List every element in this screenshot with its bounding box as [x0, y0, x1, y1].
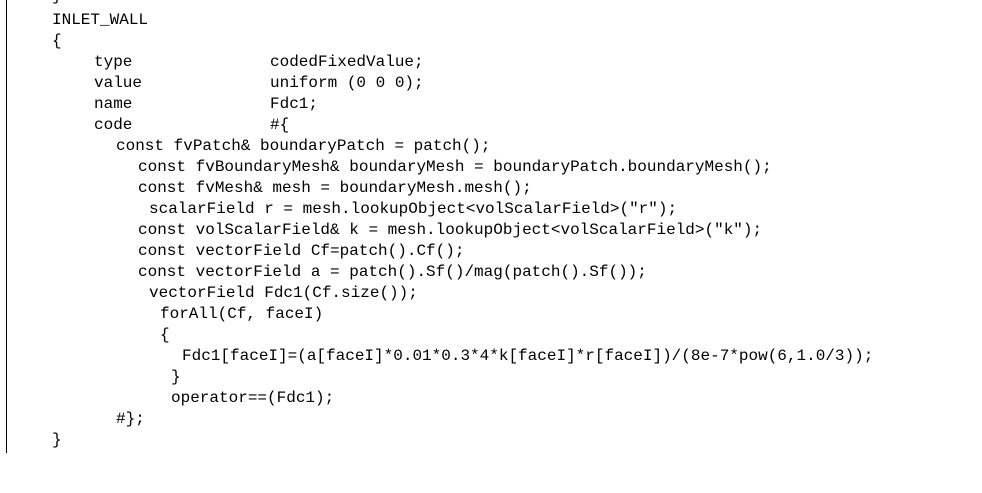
code-line-fdc1-assignment: Fdc1[faceI]=(a[faceI]*0.01*0.3*4*k[faceI… [0, 346, 873, 367]
code-text: forAll(Cf, faceI) [160, 305, 324, 323]
code-text: scalarField r = mesh.lookupObject<volSca… [149, 200, 678, 218]
code-line-loop-open-brace: { [0, 325, 170, 346]
code-line-loop-close-brace: } [0, 367, 181, 388]
code-line-code: code #{ [0, 115, 289, 136]
code-line-type: type codedFixedValue; [0, 52, 424, 73]
code-key: type [94, 53, 133, 71]
code-text: vectorField Fdc1(Cf.size()); [149, 284, 418, 302]
code-line-cf: const vectorField Cf=patch().Cf(); [0, 241, 464, 262]
code-listing: } INLET_WALL { type codedFixedValue; val… [0, 0, 873, 451]
code-value: codedFixedValue; [270, 53, 424, 71]
code-text: const vectorField Cf=patch().Cf(); [138, 242, 465, 260]
code-text: const fvPatch& boundaryPatch = patch(); [116, 137, 491, 155]
code-text: INLET_WALL [52, 11, 149, 29]
code-line-vol-scalar-field-k: const volScalarField& k = mesh.lookupObj… [0, 220, 762, 241]
code-line-fdc1-field: vectorField Fdc1(Cf.size()); [0, 283, 418, 304]
code-text: { [52, 32, 62, 50]
code-value: Fdc1; [270, 95, 319, 113]
code-line-operator: operator==(Fdc1); [0, 388, 334, 409]
code-line-closing-brace-top: } [0, 0, 62, 7]
code-line-code-end: #}; [0, 409, 145, 430]
code-line-patch-name: INLET_WALL [0, 10, 148, 31]
code-value: uniform (0 0 0); [270, 74, 424, 92]
code-line-close-brace: } [0, 430, 62, 451]
code-line-vector-a: const vectorField a = patch().Sf()/mag(p… [0, 262, 647, 283]
code-text: const fvMesh& mesh = boundaryMesh.mesh()… [138, 179, 532, 197]
code-line-open-brace: { [0, 31, 62, 52]
code-text: const fvBoundaryMesh& boundaryMesh = bou… [138, 158, 772, 176]
code-key: code [94, 116, 133, 134]
code-line-boundary-patch: const fvPatch& boundaryPatch = patch(); [0, 136, 490, 157]
code-text: Fdc1[faceI]=(a[faceI]*0.01*0.3*4*k[faceI… [182, 347, 874, 365]
code-key: name [94, 95, 133, 113]
code-text: } [171, 368, 181, 386]
code-text: } [52, 0, 62, 7]
code-text: operator==(Fdc1); [171, 389, 335, 407]
code-text: { [160, 326, 170, 344]
code-line-forall: forAll(Cf, faceI) [0, 304, 323, 325]
code-value: #{ [270, 116, 290, 134]
left-margin-rule [6, 0, 7, 453]
code-line-value: value uniform (0 0 0); [0, 73, 424, 94]
code-key: value [94, 74, 143, 92]
code-text: } [52, 431, 62, 449]
code-line-name: name Fdc1; [0, 94, 318, 115]
code-text: const volScalarField& k = mesh.lookupObj… [138, 221, 763, 239]
code-line-boundary-mesh: const fvBoundaryMesh& boundaryMesh = bou… [0, 157, 772, 178]
code-text: const vectorField a = patch().Sf()/mag(p… [138, 263, 647, 281]
code-line-mesh: const fvMesh& mesh = boundaryMesh.mesh()… [0, 178, 532, 199]
code-text: #}; [116, 410, 145, 428]
code-line-scalar-field-r: scalarField r = mesh.lookupObject<volSca… [0, 199, 677, 220]
